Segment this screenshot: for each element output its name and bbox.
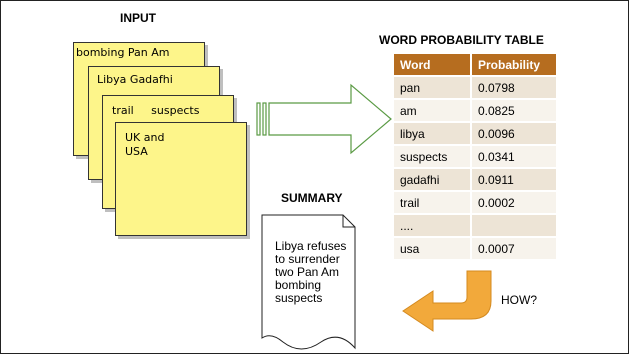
input-note-1-text: bombing Pan Am [76,46,170,59]
summary-line: suspects [275,291,323,305]
probability-cell: 0.0798 [471,75,558,99]
table-row: pan 0.0798 [394,75,558,99]
word-cell: libya [394,121,472,145]
table-row: am 0.0825 [394,98,558,122]
word-cell: pan [394,75,472,99]
probability-cell: 0.0002 [471,190,558,214]
column-header-word: Word [394,54,472,76]
table-row: suspects 0.0341 [394,144,558,168]
summary-line: bombing [275,278,322,292]
word-cell: usa [394,236,472,259]
input-title: INPUT [120,11,156,25]
process-arrow-icon [256,83,392,155]
table-header-row: Word Probability [394,54,558,76]
table-row: trail 0.0002 [394,190,558,214]
table-row: libya 0.0096 [394,121,558,145]
summary-line: two Pan Am [275,265,340,279]
how-label: HOW? [501,293,537,307]
word-cell: trail [394,190,472,214]
input-note-4-text-line2: USA [125,145,148,158]
probability-cell: 0.0096 [471,121,558,145]
table-row: .... [394,213,558,237]
probability-cell: 0.0007 [471,236,558,259]
word-cell: suspects [394,144,472,168]
input-note-3-text: trail suspects [112,104,200,117]
probability-cell: 0.0341 [471,144,558,168]
probability-cell: 0.0911 [471,167,558,191]
table-row: gadafhi 0.0911 [394,167,558,191]
probability-cell [471,213,558,237]
input-note-4: UK and USA [115,122,247,236]
column-header-probability: Probability [471,54,558,76]
table-row: usa 0.0007 [394,236,558,259]
word-cell: .... [394,213,472,237]
table-title: WORD PROBABILITY TABLE [379,33,544,47]
input-note-2-text: Libya Gadafhi [97,73,173,86]
summary-title: SUMMARY [281,191,343,205]
curved-arrow-icon [402,270,492,332]
word-cell: am [394,98,472,122]
word-cell: gadafhi [394,167,472,191]
summary-document-icon [261,214,356,350]
word-probability-table: Word Probability pan 0.0798 am 0.0825 li… [394,54,558,259]
summary-line: to surrender [275,252,340,266]
probability-cell: 0.0825 [471,98,558,122]
summary-text: Libya refuses to surrender two Pan Am bo… [275,240,346,305]
input-note-4-text-line1: UK and [125,131,165,144]
summary-line: Libya refuses [275,239,347,253]
